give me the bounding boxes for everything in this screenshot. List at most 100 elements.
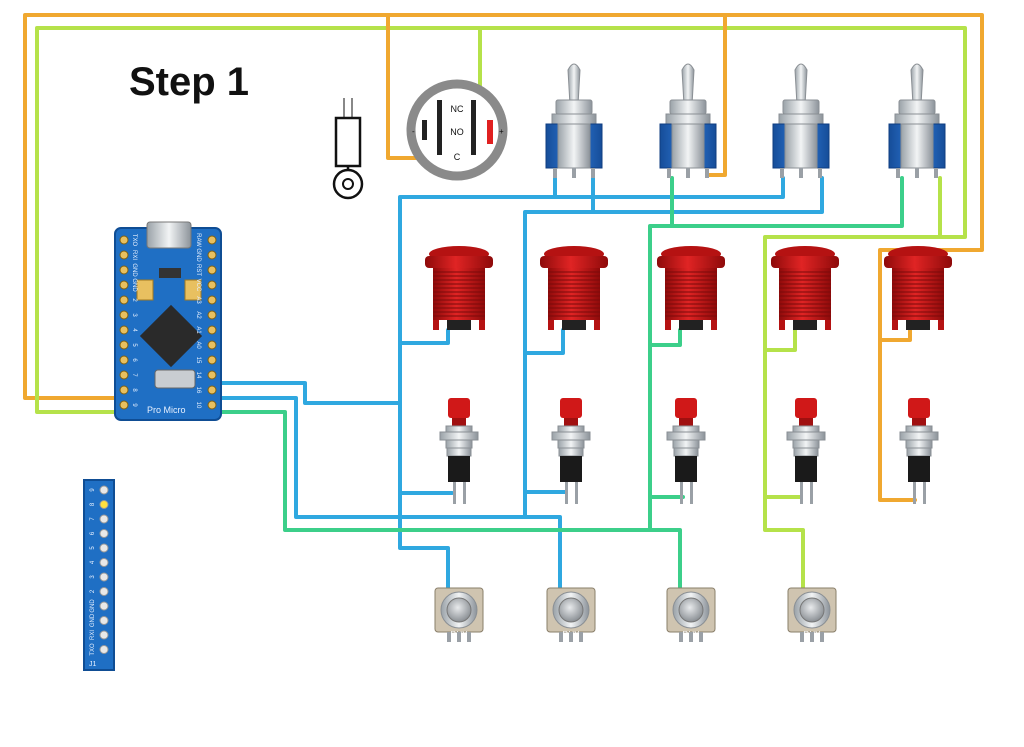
header-pin-label: 5 xyxy=(90,546,96,550)
pin-header-label: J1 xyxy=(89,661,97,668)
header-pin: GND xyxy=(90,599,109,613)
wire-green-bus xyxy=(208,410,682,590)
page-title: Step 1 xyxy=(129,60,250,104)
pin-label: 4 xyxy=(131,328,137,332)
pin-a3: A3 xyxy=(195,295,217,305)
pin-txo: TXO xyxy=(119,234,137,247)
pin-5: 5 xyxy=(119,340,137,350)
pin-a2: A2 xyxy=(195,310,217,320)
pin-label: 16 xyxy=(195,387,201,394)
push-button-icon xyxy=(786,398,826,504)
pin-rxi: RXI xyxy=(119,250,137,260)
header-pin-label: 2 xyxy=(90,589,96,593)
header-pin: 5 xyxy=(90,543,109,553)
pin-4: 4 xyxy=(119,325,137,335)
wire-yellow-green-loop xyxy=(35,26,967,590)
pin-label: 9 xyxy=(131,403,137,407)
pin-14: 14 xyxy=(195,370,217,380)
wire-green-vertical xyxy=(648,176,904,532)
push-button-icon xyxy=(666,398,706,504)
pin-label: GND xyxy=(131,263,137,277)
wire-orange-toggle2 xyxy=(705,13,727,177)
toggle-switch-icon xyxy=(772,63,830,178)
wire-yellow-green-arcade4 xyxy=(763,328,797,352)
arcade-button-icon xyxy=(771,246,839,330)
wire-blue-branch-arcade1 xyxy=(398,328,450,345)
pin-raw: RAW xyxy=(195,233,217,247)
pin-10: 10 xyxy=(195,400,217,410)
pin-label: 14 xyxy=(195,372,201,379)
rotary-encoder-icon: DHY xyxy=(787,587,837,642)
wire-blue-branch-encoder1 xyxy=(398,401,450,590)
svg-text:+: + xyxy=(499,127,504,136)
wire-blue-bus-a xyxy=(208,176,557,405)
header-pin: GND xyxy=(90,613,109,627)
header-pin-label: TXO xyxy=(90,643,96,656)
wire-blue-toggle3 xyxy=(553,176,785,199)
pin-8: 8 xyxy=(119,385,137,395)
toggle-switch-icon xyxy=(545,63,603,178)
header-pin-label: 9 xyxy=(90,488,96,492)
header-pin: 3 xyxy=(90,572,109,582)
pin-a1: A1 xyxy=(195,325,217,335)
pin-label: 3 xyxy=(131,313,137,317)
pin-16: 16 xyxy=(195,385,217,395)
pin-vcc: VCC xyxy=(195,279,217,292)
pin-9: 9 xyxy=(119,400,137,410)
pin-label: 5 xyxy=(131,343,137,347)
arcade-button-icon xyxy=(425,246,493,330)
pro-micro-label: Pro Micro xyxy=(147,405,186,415)
header-pin-label: GND xyxy=(90,613,96,627)
pin-7: 7 xyxy=(119,370,137,380)
pin-label: A3 xyxy=(195,296,201,304)
header-pin: 2 xyxy=(90,587,109,596)
header-pin-label: 8 xyxy=(90,502,96,506)
switch-pin-c: C xyxy=(454,152,461,162)
rotary-encoder-icon: DHY xyxy=(546,587,596,642)
header-pin: 7 xyxy=(90,514,109,524)
header-pin: RXI xyxy=(90,630,109,640)
wire-green-branch-arcade3 xyxy=(648,328,682,347)
toggle-switch-icon xyxy=(659,63,717,178)
pin-label: A0 xyxy=(195,341,201,349)
arcade-button-icon xyxy=(540,246,608,330)
header-pin-label: GND xyxy=(90,599,96,613)
wire-blue-branch-arcade2 xyxy=(523,328,565,355)
pin-label: RAW xyxy=(195,233,201,247)
push-button-icon xyxy=(899,398,939,504)
arcade-button-icon xyxy=(884,246,952,330)
led-icon xyxy=(332,98,364,200)
header-pin: 6 xyxy=(90,529,109,538)
pin-label: 10 xyxy=(195,402,201,409)
pin-label: 8 xyxy=(131,388,137,392)
pin-rst: RST xyxy=(195,264,217,276)
pin-a0: A0 xyxy=(195,340,217,350)
pin-gnd: GND xyxy=(119,263,137,277)
rotary-encoder-icon: DHY xyxy=(434,587,484,642)
header-pin-label: 3 xyxy=(90,575,96,579)
pin-label: VCC xyxy=(195,279,201,292)
pin-label: GND xyxy=(131,278,137,292)
header-pin: 4 xyxy=(90,558,109,567)
header-pin-label: RXI xyxy=(90,630,96,640)
pin-15: 15 xyxy=(195,355,217,365)
pin-gnd: GND xyxy=(119,278,137,292)
pin-label: RXI xyxy=(131,250,137,260)
pin-label: 6 xyxy=(131,358,137,362)
header-pin-label: 4 xyxy=(90,560,96,564)
pin-label: TXO xyxy=(131,234,137,247)
rotary-encoder-icon: DHY xyxy=(666,587,716,642)
push-button-icon xyxy=(551,398,591,504)
switch-pin-nc: NC xyxy=(451,104,464,114)
header-pin: TXO xyxy=(90,643,109,656)
pin-6: 6 xyxy=(119,355,137,365)
wire-blue-branch-encoder2 xyxy=(523,515,562,590)
pin-2: 2 xyxy=(119,295,137,305)
wire-layer xyxy=(23,13,984,590)
pin-label: A2 xyxy=(195,311,201,319)
svg-text:-: - xyxy=(412,127,415,136)
header-pin-label: 6 xyxy=(90,531,96,535)
pin-3: 3 xyxy=(119,310,137,320)
toggle-switch-icon xyxy=(888,63,946,178)
